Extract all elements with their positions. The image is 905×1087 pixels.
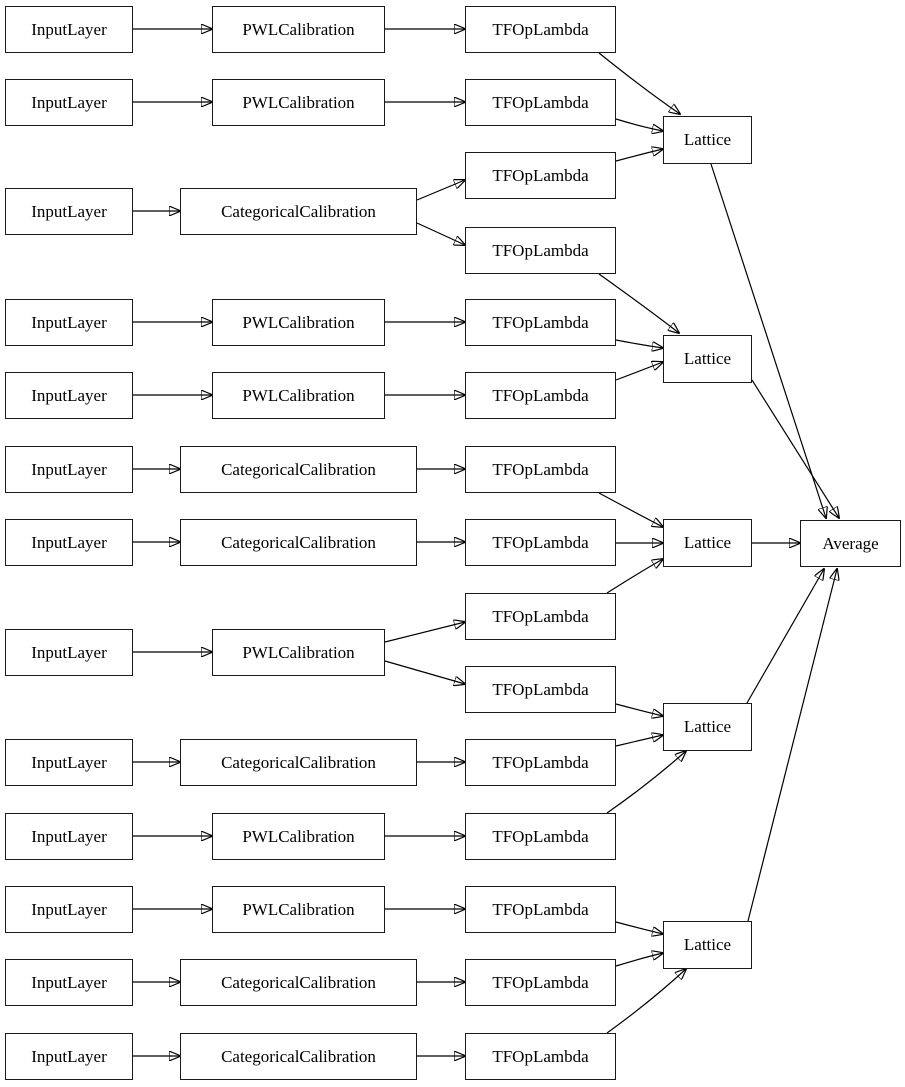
edge-tf10-lat4 xyxy=(615,703,663,716)
node-cal2: PWLCalibration xyxy=(212,79,385,126)
edge-tf6-lat2 xyxy=(615,362,663,381)
node-in6: InputLayer xyxy=(5,446,133,493)
edge-lat5-avg xyxy=(747,569,837,922)
node-tf4: TFOpLambda xyxy=(465,227,616,274)
edge-tf2-lat1 xyxy=(615,118,663,131)
edge-tf15-lat5 xyxy=(606,969,686,1034)
edge-tf12-lat4 xyxy=(606,751,686,814)
node-tf3: TFOpLambda xyxy=(465,152,616,199)
edge-lat2-avg xyxy=(751,379,839,518)
edge-lat4-avg xyxy=(746,569,824,704)
node-in4: InputLayer xyxy=(5,299,133,346)
node-in13: InputLayer xyxy=(5,1033,133,1080)
node-lat2: Lattice xyxy=(663,335,752,383)
node-in3: InputLayer xyxy=(5,188,133,235)
node-tf15: TFOpLambda xyxy=(465,1033,616,1080)
edge-cal3-tf3 xyxy=(416,180,465,201)
edge-cal8-tf9 xyxy=(384,622,465,643)
node-tf14: TFOpLambda xyxy=(465,959,616,1006)
edge-tf11-lat4 xyxy=(615,735,663,747)
node-tf9: TFOpLambda xyxy=(465,593,616,640)
node-tf2: TFOpLambda xyxy=(465,79,616,126)
node-in12: InputLayer xyxy=(5,959,133,1006)
node-in10: InputLayer xyxy=(5,813,133,860)
edge-tf4-lat2 xyxy=(598,273,679,333)
node-tf10: TFOpLambda xyxy=(465,666,616,713)
node-cal7: CategoricalCalibration xyxy=(180,519,417,566)
node-lat1: Lattice xyxy=(663,116,752,164)
edge-tf1-lat1 xyxy=(598,52,680,114)
node-tf1: TFOpLambda xyxy=(465,6,616,53)
edge-tf3-lat1 xyxy=(615,149,663,162)
node-in9: InputLayer xyxy=(5,739,133,786)
edge-tf5-lat2 xyxy=(615,339,663,348)
node-cal1: PWLCalibration xyxy=(212,6,385,53)
node-lat5: Lattice xyxy=(663,921,752,969)
edge-cal8-tf10 xyxy=(384,660,465,684)
node-tf5: TFOpLambda xyxy=(465,299,616,346)
node-in5: InputLayer xyxy=(5,372,133,419)
node-cal8: PWLCalibration xyxy=(212,629,385,676)
edge-tf9-lat3 xyxy=(606,559,663,594)
node-cal9: CategoricalCalibration xyxy=(180,739,417,786)
node-cal5: PWLCalibration xyxy=(212,372,385,419)
edge-lat1-avg xyxy=(710,163,826,518)
edge-cal3-tf4 xyxy=(416,222,465,245)
edge-tf14-lat5 xyxy=(615,953,663,967)
node-cal3: CategoricalCalibration xyxy=(180,188,417,235)
node-in7: InputLayer xyxy=(5,519,133,566)
node-in2: InputLayer xyxy=(5,79,133,126)
node-lat3: Lattice xyxy=(663,519,752,567)
node-cal4: PWLCalibration xyxy=(212,299,385,346)
edge-tf7-lat3 xyxy=(598,492,663,527)
node-cal13: CategoricalCalibration xyxy=(180,1033,417,1080)
node-tf6: TFOpLambda xyxy=(465,372,616,419)
node-in1: InputLayer xyxy=(5,6,133,53)
edge-tf13-lat5 xyxy=(615,921,663,934)
node-in11: InputLayer xyxy=(5,886,133,933)
node-cal6: CategoricalCalibration xyxy=(180,446,417,493)
node-cal12: CategoricalCalibration xyxy=(180,959,417,1006)
node-in8: InputLayer xyxy=(5,629,133,676)
node-tf13: TFOpLambda xyxy=(465,886,616,933)
node-tf11: TFOpLambda xyxy=(465,739,616,786)
node-lat4: Lattice xyxy=(663,703,752,751)
node-tf12: TFOpLambda xyxy=(465,813,616,860)
node-tf7: TFOpLambda xyxy=(465,446,616,493)
node-avg: Average xyxy=(800,520,901,567)
node-cal11: PWLCalibration xyxy=(212,886,385,933)
node-tf8: TFOpLambda xyxy=(465,519,616,566)
node-cal10: PWLCalibration xyxy=(212,813,385,860)
